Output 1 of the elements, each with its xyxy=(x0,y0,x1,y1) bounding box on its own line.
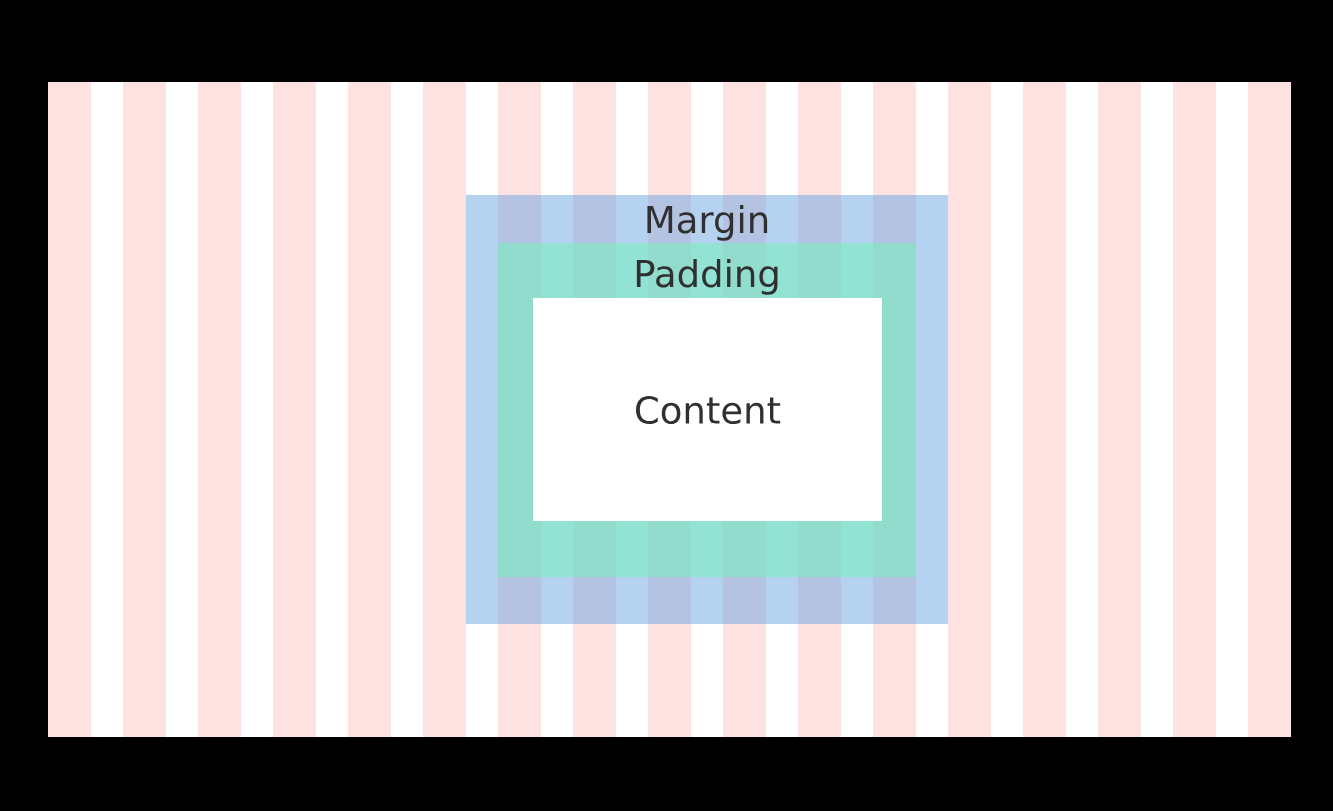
inner-box: Content xyxy=(533,298,882,521)
